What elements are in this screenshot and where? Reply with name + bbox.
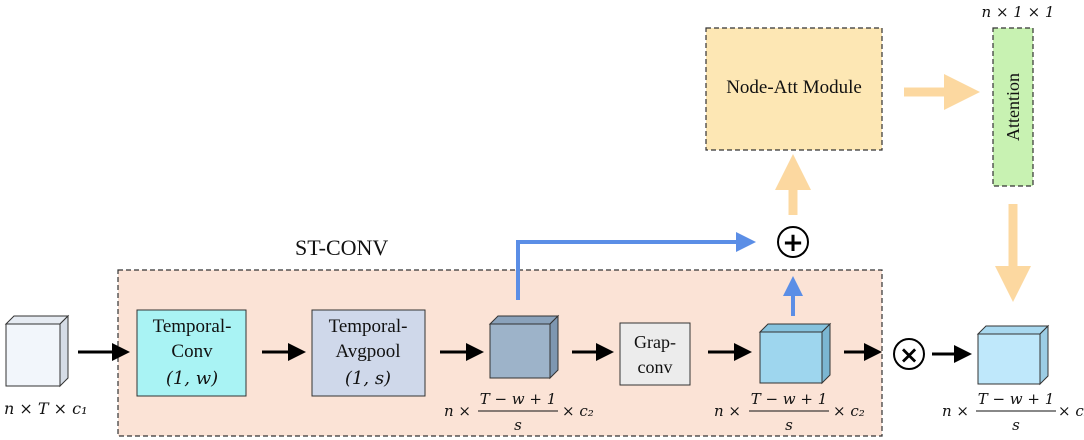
final-output-shape-prefix: n ×: [942, 402, 969, 420]
final-output-shape-label: n × T − w + 1 s × c₂: [942, 390, 1084, 434]
input-shape-label: n × T × c₁: [4, 399, 88, 418]
temporal-avgpool-line3: (1, s): [345, 368, 391, 389]
temporal-conv-block: [136, 309, 247, 397]
blue-skip-arrow: [516, 232, 756, 300]
attention-shape-label: n × 1 × 1: [982, 3, 1055, 21]
temporal-avgpool-block: [311, 309, 426, 397]
final-output-tensor-cube: [976, 324, 1050, 386]
multiply-operator: ×: [893, 338, 925, 370]
pooled-shape-numerator: T − w + 1: [480, 390, 557, 408]
final-output-shape-numerator: T − w + 1: [978, 390, 1055, 408]
temporal-conv-line1: Temporal-: [153, 316, 232, 337]
final-output-shape-suffix: × c₂: [1058, 402, 1084, 420]
node-att-module: [705, 27, 883, 151]
attention-label: Attention: [1003, 73, 1023, 141]
temporal-avgpool-line2: Avgpool: [335, 341, 400, 362]
pooled-shape-label: n × T − w + 1 s × c₂: [444, 390, 594, 434]
graph-conv-line2: conv: [638, 357, 673, 377]
add-operator: +: [777, 226, 809, 258]
input-tensor-cube: [4, 314, 70, 388]
final-output-shape-denominator: s: [1012, 416, 1020, 434]
attention-block: [992, 27, 1034, 187]
pooled-tensor-cube: [488, 314, 560, 380]
add-symbol: +: [782, 228, 804, 258]
graph-output-shape-denominator: s: [785, 416, 793, 434]
temporal-conv-line3: (1, w): [166, 368, 218, 389]
graph-output-shape-numerator: T − w + 1: [751, 390, 828, 408]
st-conv-title: ST-CONV: [295, 235, 388, 260]
graph-output-tensor-cube: [758, 322, 832, 385]
graph-output-shape-label: n × T − w + 1 s × c₂: [714, 390, 865, 434]
pooled-shape-suffix: × c₂: [562, 402, 594, 420]
pooled-shape-prefix: n ×: [444, 402, 471, 420]
pooled-shape-denominator: s: [514, 416, 522, 434]
graph-output-shape-suffix: × c₂: [833, 402, 865, 420]
node-att-label: Node-Att Module: [726, 77, 862, 98]
graph-conv-line1: Grap-: [634, 332, 676, 352]
temporal-avgpool-line1: Temporal-: [329, 316, 408, 337]
temporal-conv-line2: Conv: [171, 341, 213, 362]
graph-conv-block: [619, 322, 691, 386]
multiply-symbol: ×: [899, 341, 919, 369]
graph-output-shape-prefix: n ×: [714, 402, 741, 420]
